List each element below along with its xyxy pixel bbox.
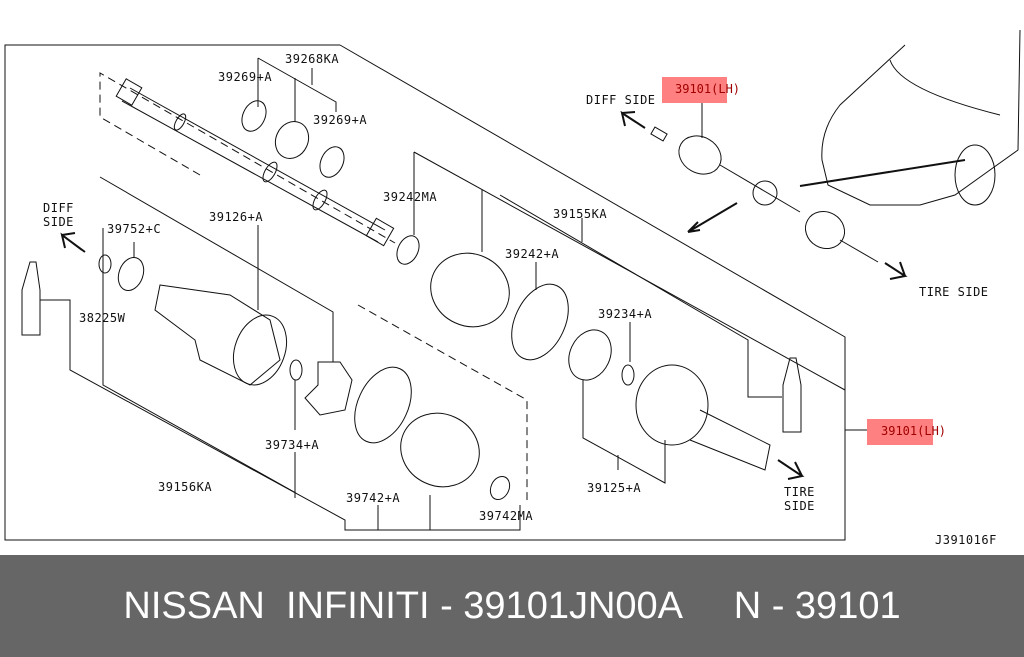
direction-arrow-icon	[687, 202, 738, 233]
highlight	[662, 77, 727, 103]
vehicle-outline	[799, 29, 1021, 206]
part-number-title: NISSAN INFINITI - 39101JN00A N - 39101	[123, 584, 901, 627]
snap-ring	[621, 364, 635, 386]
spider-assembly	[304, 361, 353, 416]
boot-band	[354, 366, 412, 444]
highlight	[867, 419, 933, 445]
outer-housing	[635, 364, 709, 446]
part-label[interactable]: 39752+C	[107, 222, 162, 236]
outer-stub	[689, 409, 771, 471]
driveshaft-assembly-thumbnail	[650, 126, 879, 263]
part-label[interactable]: 39742+A	[346, 491, 401, 505]
part-label[interactable]: 39155KA	[553, 207, 608, 221]
inner-joint-dashed-frame	[357, 304, 528, 500]
part-label[interactable]: 39242MA	[383, 190, 438, 204]
part-label[interactable]: 38225W	[79, 311, 126, 325]
clamp	[396, 235, 420, 265]
boot-band	[511, 283, 569, 361]
inner-housing	[154, 284, 281, 386]
diff-side-arrow-icon	[60, 232, 86, 253]
assembly-frame	[4, 44, 846, 541]
diff-side-arrow-icon	[620, 110, 646, 129]
part-label[interactable]: 39156KA	[158, 480, 213, 494]
leader-lines	[40, 57, 868, 531]
grease-tube	[782, 357, 802, 433]
oil-seal	[117, 257, 145, 291]
boot	[400, 412, 480, 488]
part-label[interactable]: 39269+A	[313, 113, 368, 127]
footer-banner: NISSAN INFINITI - 39101JN00A N - 39101	[0, 555, 1024, 657]
drive-shaft	[115, 78, 395, 247]
grease-tube	[21, 261, 41, 336]
clamp	[489, 475, 511, 501]
snap-ring	[289, 359, 303, 381]
parts-diagram	[4, 29, 1021, 541]
part-label[interactable]: 39268KA	[285, 52, 340, 66]
part-label[interactable]: 39242+A	[505, 247, 560, 261]
part-label[interactable]: 39269+A	[218, 70, 273, 84]
boot	[430, 252, 510, 328]
shaft-dashed-frame	[99, 72, 396, 244]
part-label[interactable]: 39734+A	[265, 438, 320, 452]
clamp	[319, 146, 345, 178]
diff-side-label: DIFF SIDE	[586, 93, 656, 107]
diff-side-label: DIFF SIDE	[43, 201, 74, 229]
part-label[interactable]: 39126+A	[209, 210, 264, 224]
tire-side-label: TIRE SIDE	[784, 485, 815, 513]
damper	[274, 121, 310, 159]
part-label[interactable]: 39234+A	[598, 307, 653, 321]
tire-side-label: TIRE SIDE	[919, 285, 989, 299]
assembly-label[interactable]: 39101(LH)	[675, 82, 741, 96]
tire-side-arrow-icon	[884, 261, 908, 280]
part-label[interactable]: 39125+A	[587, 481, 642, 495]
outer-ring	[568, 329, 612, 381]
tire-side-arrow-icon	[777, 459, 805, 480]
assembly-label[interactable]: 39101(LH)	[881, 424, 947, 438]
part-label[interactable]: 39742MA	[479, 509, 534, 523]
clamp	[241, 100, 267, 132]
snap-ring	[98, 254, 112, 274]
diagram-code: J391016F	[935, 533, 997, 547]
